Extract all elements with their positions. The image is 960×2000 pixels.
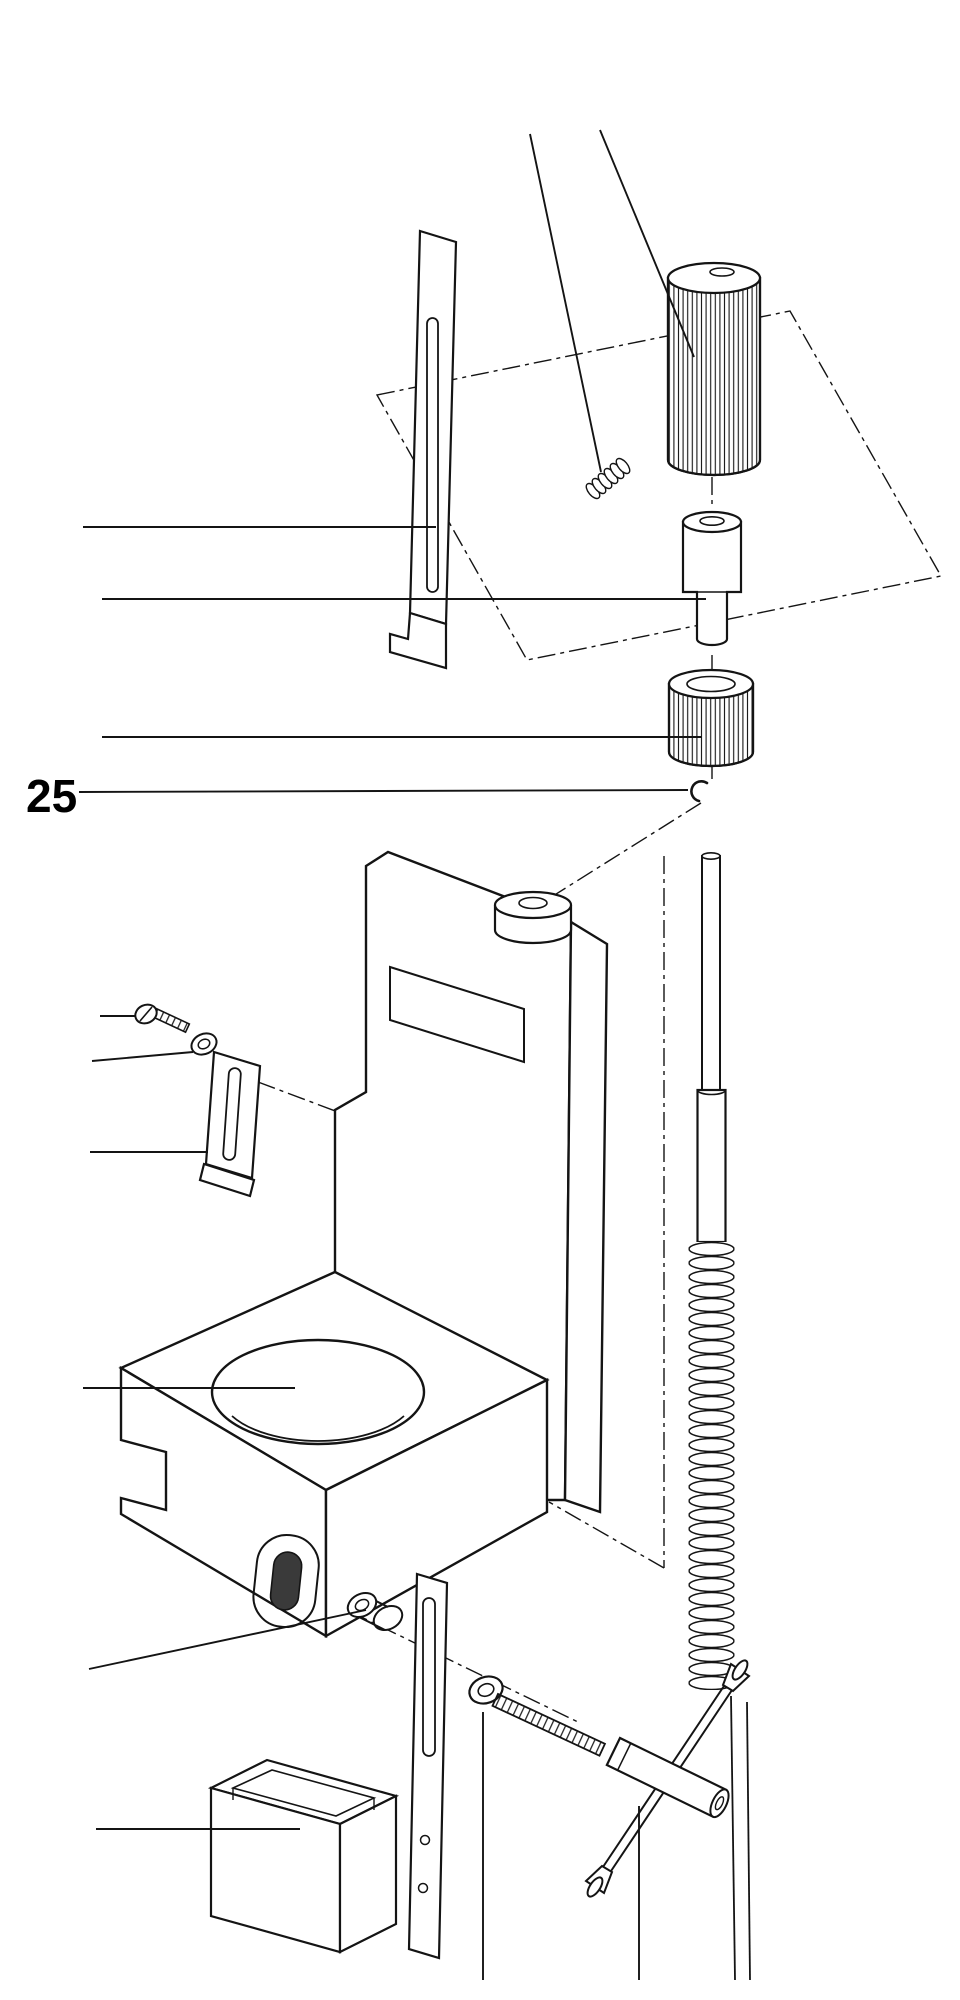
- rod-end-line-b: [746, 1701, 751, 1981]
- clamp-slot-hole: [269, 1551, 303, 1611]
- callout-25-label: 25: [26, 770, 77, 822]
- bracket-plate-side: [563, 919, 609, 1514]
- u-bracket: [207, 1758, 400, 1954]
- centerline-clamp-plate: [257, 1081, 339, 1113]
- retaining-clip: [690, 780, 709, 803]
- nut-top-hole: [686, 675, 736, 693]
- bracket-bore: [210, 1338, 426, 1446]
- set-screw-spring: [585, 457, 631, 500]
- rod-end-line-a: [730, 1695, 736, 1981]
- centerline-column-link: [548, 1501, 665, 1569]
- centerline-to-boss: [544, 802, 702, 902]
- leader-lines: [78, 129, 706, 1980]
- lower-bar-hole-2: [417, 1882, 429, 1894]
- construction-lines: [257, 310, 943, 1723]
- leader-top-spring: [529, 133, 602, 473]
- knurled-lock-nut: [667, 668, 755, 768]
- lower-bar-hole-1: [419, 1834, 431, 1846]
- bolt-body: [605, 1736, 730, 1819]
- support-bracket: [118, 850, 609, 1639]
- column-sleeve: [696, 1088, 727, 1244]
- mounting-screw: [134, 1003, 191, 1034]
- slotted-clamp-plate: [198, 1050, 262, 1198]
- centerline-clamp-bolt: [321, 1597, 579, 1723]
- bracket-boss: [493, 890, 573, 945]
- clamp-plate-foot: [198, 1162, 256, 1198]
- leader-retaining-clip: [78, 789, 689, 793]
- lower-bar-slot: [422, 1597, 436, 1757]
- small-washer: [190, 1032, 218, 1056]
- centerline-plane: [375, 310, 943, 661]
- bushing-top-hole: [699, 515, 725, 526]
- bolt-threaded-shank: [491, 1692, 607, 1757]
- bracket-bore-depth: [231, 1415, 405, 1442]
- t-bar-upper-knob: [721, 1659, 751, 1693]
- boss-hole: [518, 896, 548, 910]
- leader-top-knob: [599, 129, 695, 358]
- knob-top-hole: [709, 267, 735, 277]
- slotted-gauge-bar: [388, 229, 458, 670]
- stepped-bushing: [681, 510, 743, 647]
- bracket-base-right: [324, 1378, 549, 1639]
- bracket-clamp-slot: [252, 1533, 320, 1629]
- bracket-plate-recess: [389, 965, 525, 1064]
- knurled-knob: [666, 261, 762, 477]
- flat-washer: [468, 1675, 504, 1705]
- leader-small-washer: [91, 1051, 194, 1062]
- clamp-plate-slot: [222, 1067, 242, 1161]
- t-bar-lower-knob: [584, 1864, 614, 1898]
- t-handle-clamp-bolt: [491, 1659, 751, 1898]
- lower-slotted-bar: [407, 1572, 449, 1960]
- gauge-bar-foot: [388, 611, 448, 670]
- leader-pivot-bushing: [88, 1609, 367, 1670]
- pivot-bushing: [346, 1592, 404, 1631]
- gauge-bar-slot: [426, 317, 439, 593]
- column-spring: [688, 1242, 751, 1981]
- u-bracket-right-face: [338, 1794, 398, 1954]
- screw-slot: [139, 1006, 153, 1022]
- column-rod: [696, 851, 727, 1244]
